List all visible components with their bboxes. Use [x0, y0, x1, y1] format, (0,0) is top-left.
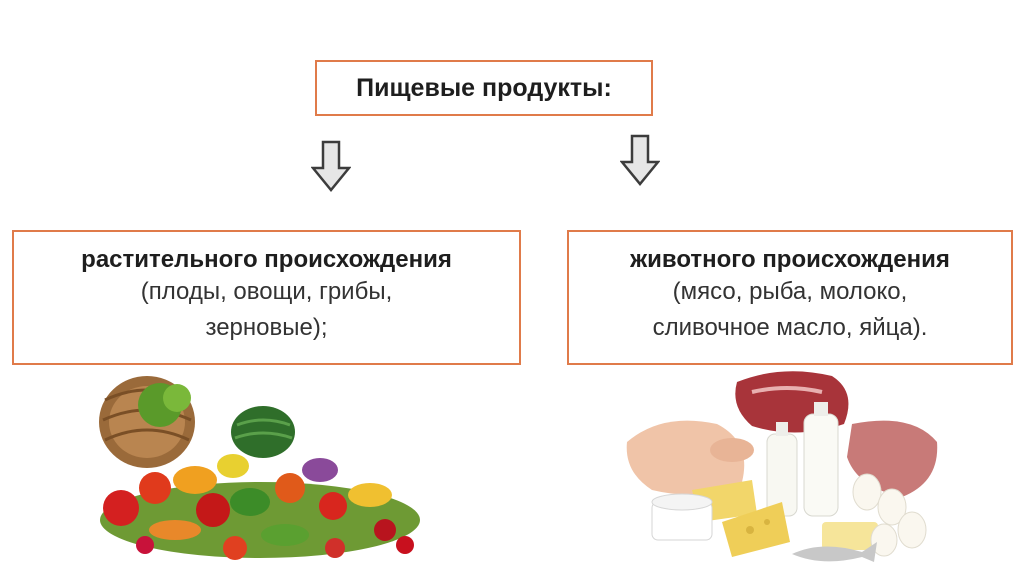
title-text: Пищевые продукты: — [356, 74, 612, 103]
vegetables-basket-illustration — [85, 370, 430, 568]
animal-origin-line-2: сливочное масло, яйца). — [569, 310, 1011, 346]
plant-origin-box: растительного происхождения (плоды, овощ… — [12, 230, 521, 365]
animal-origin-heading: животного происхождения — [569, 246, 1011, 274]
plant-origin-line-1: (плоды, овощи, грибы, — [14, 274, 519, 310]
down-arrow-icon — [311, 140, 351, 192]
down-arrow-icon — [620, 134, 660, 186]
animal-origin-line-1: (мясо, рыба, молоко, — [569, 274, 1011, 310]
plant-origin-line-2: зерновые); — [14, 310, 519, 346]
animal-origin-box: животного происхождения (мясо, рыба, мол… — [567, 230, 1013, 365]
plant-origin-heading: растительного происхождения — [14, 246, 519, 274]
title-box: Пищевые продукты: — [315, 60, 653, 116]
meat-dairy-illustration — [622, 362, 942, 568]
